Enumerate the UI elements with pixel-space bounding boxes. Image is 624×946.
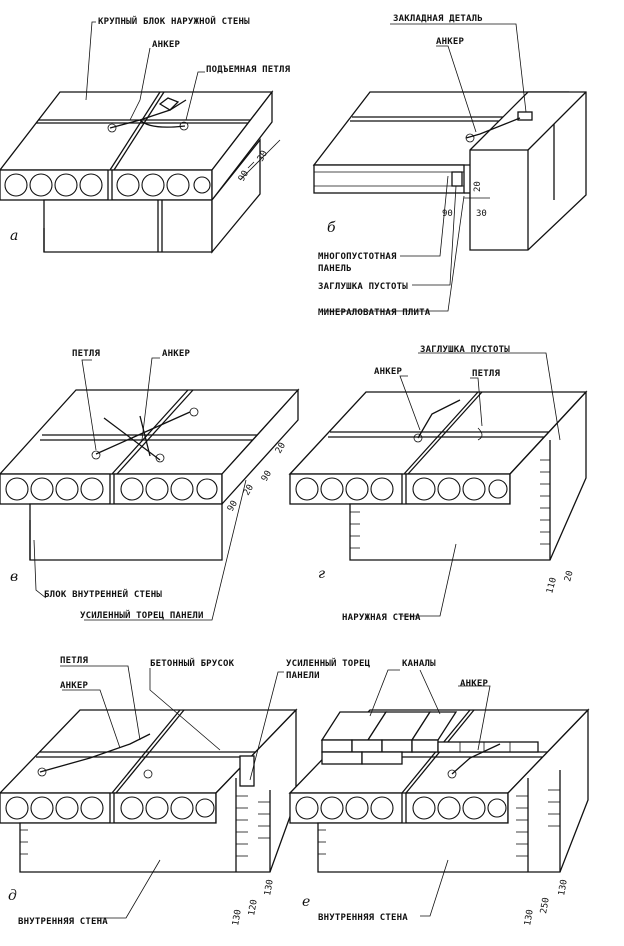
panel-b-tag: б [327, 220, 336, 236]
panel-g-label-loop: ПЕТЛЯ [472, 369, 500, 379]
panel-d-label-reinforced-end-2: ПАНЕЛИ [286, 671, 320, 681]
panel-g-label-void-plug: ЗАГЛУШКА ПУСТОТЫ [420, 345, 510, 355]
panel-g: ЗАГЛУШКА ПУСТОТЫ АНКЕР ПЕТЛЯ НАРУЖНАЯ СТ… [288, 345, 588, 623]
panel-d-dim-3: 130 [263, 879, 276, 897]
panel-a-voids [4, 173, 211, 197]
panel-a: КРУПНЫЙ БЛОК НАРУЖНОЙ СТЕНЫ АНКЕР ПОДЪЕМ… [0, 15, 291, 254]
panel-b-label-hollow-2: ПАНЕЛЬ [318, 264, 352, 274]
panel-g-dim-2: 20 [563, 570, 575, 583]
panel-g-dim-1: 110 [545, 576, 559, 594]
panel-d: ПЕТЛЯ АНКЕР БЕТОННЫЙ БРУСОК УСИЛЕННЫЙ ТО… [0, 656, 371, 927]
panel-v-label-anchor: АНКЕР [162, 349, 190, 359]
panel-v: ПЕТЛЯ АНКЕР БЛОК ВНУТРЕННЕЙ СТЕНЫ УСИЛЕН… [0, 349, 300, 621]
panel-e-label-anchor: АНКЕР [460, 679, 488, 689]
panel-b-dim-3: 30 [476, 209, 487, 219]
panel-e-anchor [451, 743, 501, 775]
panel-b-hollow-panel [313, 164, 465, 194]
panel-g-outer-wall [349, 390, 587, 561]
panel-e-inner-wall [317, 708, 589, 873]
panel-b-label-hollow-1: МНОГОПУСТОТНАЯ [318, 252, 397, 262]
panel-e-dim-3: 130 [557, 879, 570, 897]
panel-a-wall-block [43, 199, 213, 253]
panel-d-concrete-bar [239, 755, 255, 787]
panel-a-dim-2: 30 [256, 149, 270, 163]
panel-g-anchor [417, 399, 461, 439]
panel-b-label-embedded-part: ЗАКЛАДНАЯ ДЕТАЛЬ [393, 14, 483, 24]
panel-a-tag: а [10, 228, 18, 244]
panel-e-brick-hatch [318, 789, 560, 857]
panel-b-embedded-part [517, 111, 533, 121]
panel-e-dim-2: 250 [539, 897, 552, 915]
panel-e: КАНАЛЫ АНКЕР ВНУТРЕННЯЯ СТЕНА 130 250 13… [288, 659, 590, 927]
panel-d-label-anchor: АНКЕР [60, 681, 88, 691]
panel-a-label-outer-block: КРУПНЫЙ БЛОК НАРУЖНОЙ СТЕНЫ [98, 15, 250, 27]
panel-d-dim-2: 120 [247, 899, 260, 917]
panel-b: ЗАКЛАДНАЯ ДЕТАЛЬ АНКЕР МНОГОПУСТОТНАЯ ПА… [312, 14, 587, 318]
panel-e-label-channels: КАНАЛЫ [402, 659, 436, 669]
panel-g-label-anchor: АНКЕР [374, 367, 402, 377]
panel-d-brick-hatch [20, 795, 270, 857]
panel-g-tag: г [318, 566, 325, 582]
panel-a-joint [109, 91, 161, 171]
panel-d-dim-1: 130 [231, 909, 244, 927]
panel-b-void-plug [451, 171, 463, 187]
panel-b-label-anchor: АНКЕР [436, 37, 464, 47]
panel-g-label-outer-wall: НАРУЖНАЯ СТЕНА [342, 613, 421, 623]
panel-b-dim-2: 90 [442, 209, 453, 219]
panel-d-label-loop: ПЕТЛЯ [60, 656, 88, 666]
panel-a-label-lifting-loop: ПОДЪЕМНАЯ ПЕТЛЯ [206, 65, 291, 75]
panel-v-label-inner-block: БЛОК ВНУТРЕННЕЙ СТЕНЫ [44, 588, 162, 600]
panel-b-anchor [465, 117, 521, 139]
panel-v-dim-4: 20 [274, 441, 288, 455]
panel-v-dim-1: 90 [226, 499, 240, 513]
panel-v-voids [5, 477, 218, 501]
panel-g-brick-hatch [350, 459, 550, 549]
panel-d-tag: д [8, 888, 17, 904]
panel-a-lifting-loop [158, 97, 180, 111]
panel-e-voids [295, 796, 507, 820]
panel-d-voids [5, 796, 215, 820]
panel-a-dim-1: 90 [237, 169, 251, 183]
panel-g-voids [295, 477, 508, 501]
panel-v-label-reinforced-end: УСИЛЕННЫЙ ТОРЕЦ ПАНЕЛИ [80, 609, 204, 621]
panel-v-dim-3: 90 [260, 469, 274, 483]
panel-v-dim-2: 20 [242, 483, 256, 497]
panel-b-label-mineral-wool: МИНЕРАЛОВАТНАЯ ПЛИТА [318, 308, 431, 318]
panel-a-label-anchor: АНКЕР [152, 40, 180, 50]
panel-v-label-loop: ПЕТЛЯ [72, 349, 100, 359]
panel-e-tag: е [302, 894, 310, 910]
panel-v-inner-block [29, 503, 223, 561]
panel-d-label-concrete-bar: БЕТОННЫЙ БРУСОК [150, 657, 235, 669]
panel-v-tag: в [10, 569, 18, 585]
panel-g-loop [477, 427, 483, 441]
panel-d-inner-wall [19, 708, 297, 873]
panel-b-dim-1: 20 [473, 181, 483, 192]
panel-a-anchor [109, 99, 187, 129]
panel-e-channels [320, 711, 539, 765]
panel-e-label-inner-wall: ВНУТРЕННЯЯ СТЕНА [318, 913, 408, 923]
panel-d-label-inner-wall: ВНУТРЕННЯЯ СТЕНА [18, 917, 108, 927]
panel-e-dim-1: 130 [523, 909, 536, 927]
panel-b-label-void-plug: ЗАГЛУШКА ПУСТОТЫ [318, 282, 408, 292]
panel-d-label-reinforced-end-1: УСИЛЕННЫЙ ТОРЕЦ [286, 657, 371, 669]
